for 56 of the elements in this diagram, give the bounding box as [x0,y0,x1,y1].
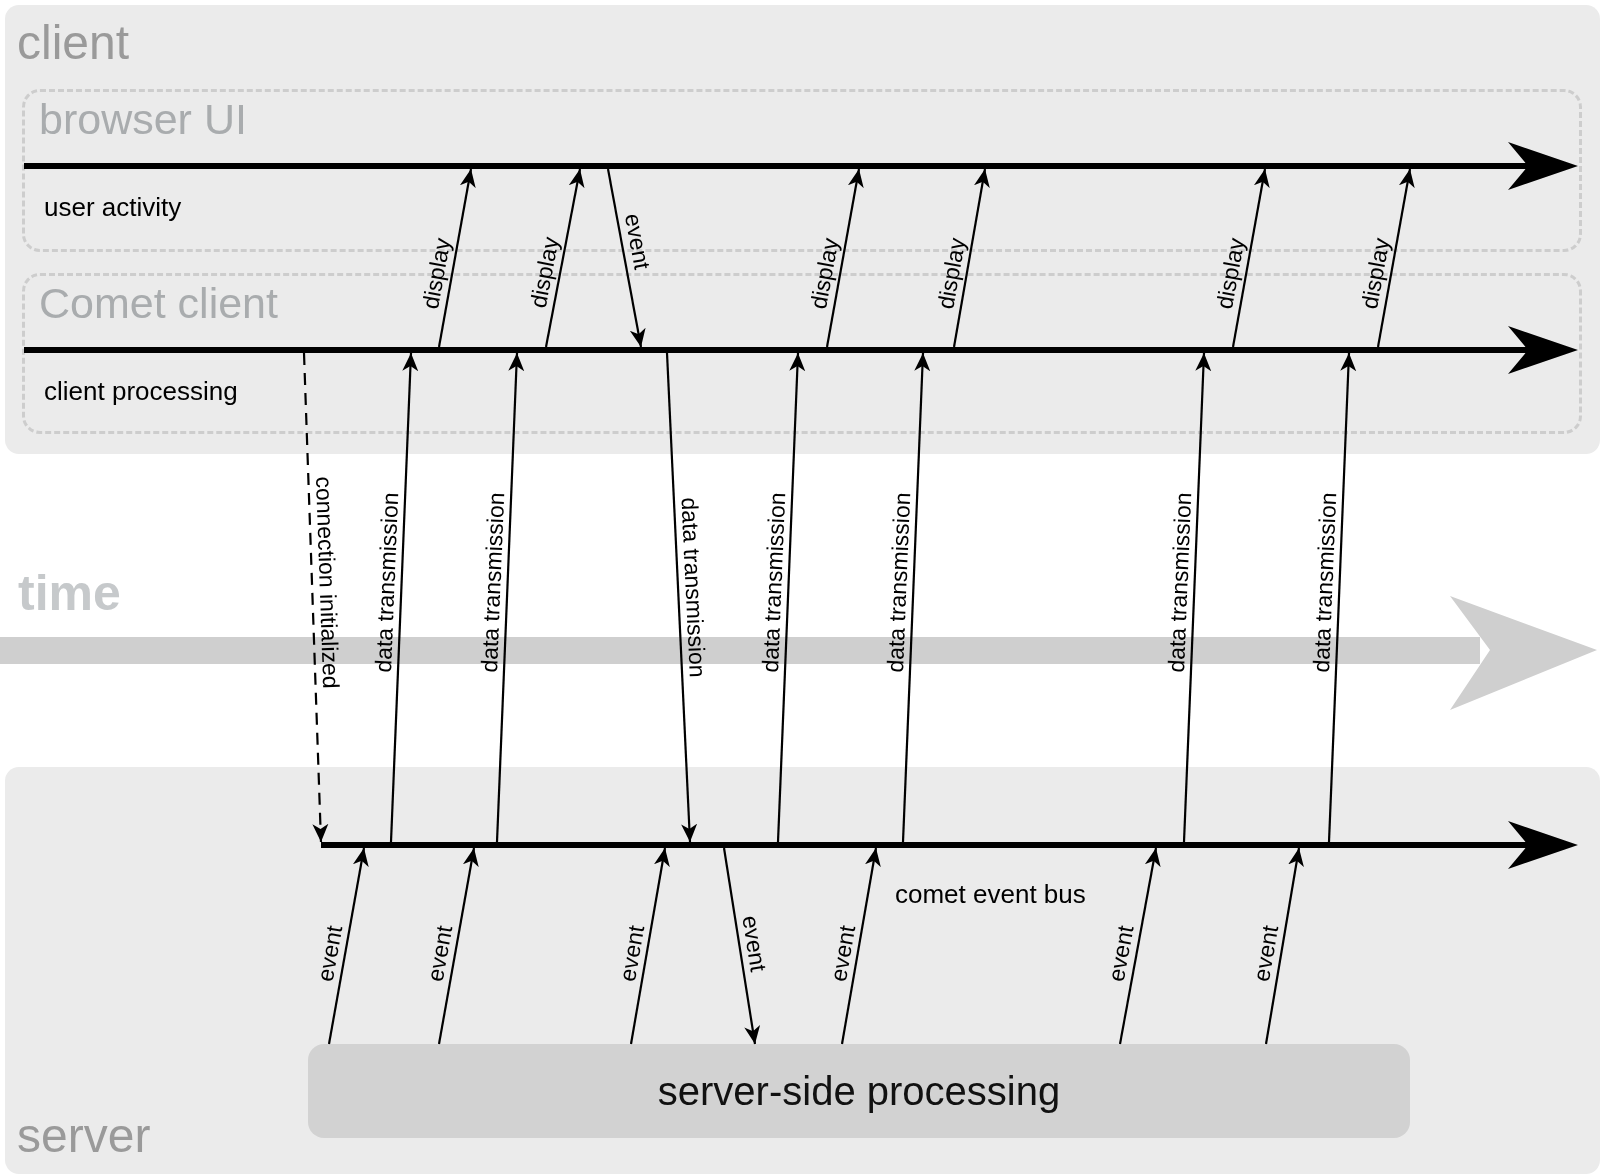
arrow [901,352,931,843]
edge-label: display [933,235,969,311]
edge-label: event [423,923,457,983]
lane-title: Comet client [39,282,278,325]
process-label: server-side processing [656,1071,1062,1111]
edge-label: event [1250,923,1283,983]
arrow [389,352,419,843]
arrow [840,847,881,1045]
edge-label: data transmission [758,491,789,673]
arrow [437,847,479,1045]
edge-label: event [738,914,771,974]
arrow [544,168,585,348]
arrow [952,168,990,348]
group-panel [5,767,1600,1174]
arrow [722,847,761,1045]
arrow [1376,168,1415,348]
edge-label: data transmission [883,491,914,673]
edge-label: data transmission [1309,491,1340,673]
lane-title: browser UI [39,98,247,141]
arrow [1327,352,1357,843]
edge-label: event [620,211,654,271]
arrow [606,168,646,348]
edge-label: event [615,923,648,983]
edge-label: display [1358,235,1394,311]
arrow [665,352,698,843]
edge-label: data transmission [477,491,508,673]
process-box [308,1044,1410,1138]
edge-label: display [526,235,563,311]
arrow [776,352,806,843]
arrow [825,168,864,348]
timeline-label: user activity [44,194,182,220]
arrow [1118,847,1161,1045]
edge-label: display [807,235,843,311]
arrow [629,847,670,1045]
timeline-label: comet event bus [895,881,1086,907]
group-title: server [17,1112,151,1160]
timeline-label: client processing [44,378,238,404]
edge-label: event [1105,923,1138,983]
arrow [1231,168,1270,348]
arrow [327,847,369,1045]
arrow [1182,352,1212,843]
edge-label: data transmission [371,491,402,673]
edge-label: event [313,923,347,983]
arrow [495,352,525,843]
arrow [437,168,476,348]
arrow [1264,847,1304,1045]
group-title: client [17,19,130,67]
group-panel [5,5,1600,454]
edge-label: display [1213,235,1249,311]
dashed-arrow [302,352,329,843]
edge-label: data transmission [1164,491,1195,673]
edge-label: display [419,235,455,311]
axis-label: time [18,568,121,618]
edge-label: connection initialized [311,475,343,689]
edge-label: data transmission [677,496,709,678]
edge-label: event [826,923,859,983]
